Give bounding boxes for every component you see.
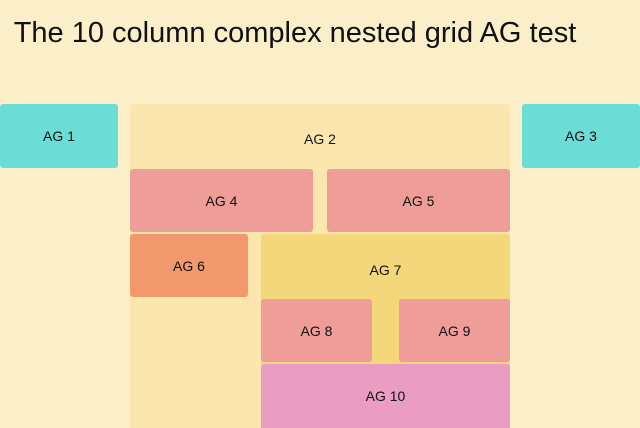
grid-box-ag3: AG 3 — [522, 104, 640, 168]
page-title: The 10 column complex nested grid AG tes… — [13, 17, 577, 49]
grid-box-ag9: AG 9 — [399, 299, 510, 362]
grid-box-ag6: AG 6 — [130, 234, 248, 297]
grid-box-ag4: AG 4 — [130, 169, 313, 232]
grid-box-ag8: AG 8 — [261, 299, 372, 362]
grid-box-ag1: AG 1 — [0, 104, 118, 168]
grid-box-ag5: AG 5 — [327, 169, 510, 232]
grid-box-ag10: AG 10 — [261, 364, 510, 428]
